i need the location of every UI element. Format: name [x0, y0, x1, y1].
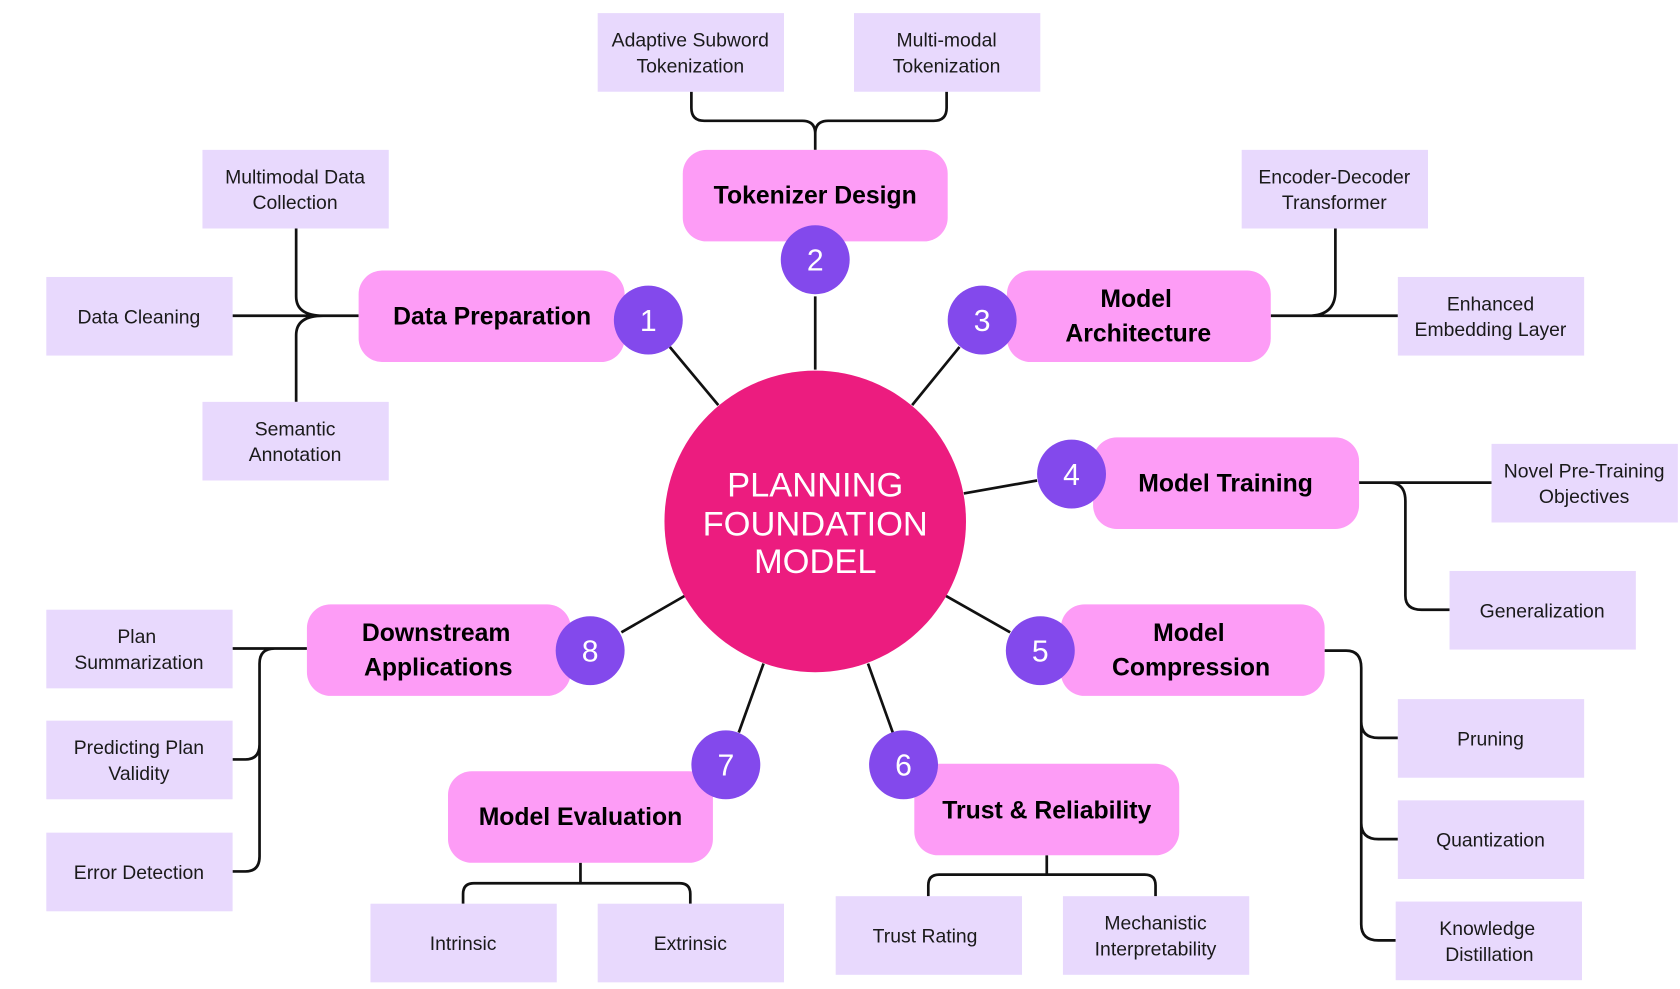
svg-text:1: 1 — [640, 305, 657, 338]
svg-text:Tokenizer Design: Tokenizer Design — [714, 183, 917, 210]
svg-text:Pruning: Pruning — [1457, 728, 1524, 750]
branch-data-preparation[interactable]: Data Preparation — [358, 270, 625, 363]
badge-4: 4 — [1037, 439, 1106, 509]
branch-trust-reliability[interactable]: Trust & Reliability — [914, 763, 1180, 856]
leaf-generalization[interactable]: Generalization — [1449, 570, 1636, 650]
badge-5: 5 — [1005, 616, 1075, 686]
branch-model-training[interactable]: Model Training — [1093, 437, 1360, 529]
svg-text:Intrinsic: Intrinsic — [430, 933, 497, 955]
svg-text:8: 8 — [582, 635, 599, 668]
leaf-extrinsic[interactable]: Extrinsic — [597, 903, 784, 983]
svg-text:Model Evaluation: Model Evaluation — [479, 804, 683, 831]
svg-text:Trust Rating: Trust Rating — [873, 926, 978, 948]
leaf-error-detection[interactable]: Error Detection — [46, 832, 233, 912]
leaf-data-cleaning[interactable]: Data Cleaning — [46, 276, 233, 356]
svg-text:2: 2 — [807, 245, 824, 278]
svg-text:4: 4 — [1063, 459, 1080, 492]
branch-model-evaluation[interactable]: Model Evaluation — [448, 771, 713, 863]
svg-text:Data Cleaning: Data Cleaning — [78, 306, 201, 328]
badge-1: 1 — [613, 285, 683, 355]
badge-8: 8 — [555, 616, 625, 686]
badge-6: 6 — [869, 730, 938, 800]
leaf-quantization[interactable]: Quantization — [1397, 800, 1585, 879]
svg-text:Extrinsic: Extrinsic — [654, 933, 728, 955]
svg-text:Trust & Reliability: Trust & Reliability — [942, 798, 1151, 825]
svg-text:Quantization: Quantization — [1436, 830, 1545, 852]
badge-2: 2 — [780, 225, 850, 295]
svg-text:Data Preparation: Data Preparation — [393, 303, 591, 330]
svg-text:Error Detection: Error Detection — [74, 862, 204, 884]
svg-text:3: 3 — [974, 305, 991, 338]
badge-3: 3 — [947, 285, 1017, 355]
badge-7: 7 — [691, 730, 761, 800]
leaf-trust-rating[interactable]: Trust Rating — [835, 896, 1022, 975]
leaf-pruning[interactable]: Pruning — [1397, 699, 1585, 778]
svg-text:7: 7 — [717, 750, 734, 783]
svg-text:Generalization: Generalization — [1480, 600, 1605, 622]
branch-tokenizer-design[interactable]: Tokenizer Design — [682, 149, 948, 242]
leaf-intrinsic[interactable]: Intrinsic — [370, 903, 557, 983]
connectors — [232, 91, 1492, 942]
svg-text:6: 6 — [895, 750, 912, 783]
svg-text:5: 5 — [1032, 635, 1049, 668]
svg-text:Model Training: Model Training — [1138, 470, 1313, 497]
